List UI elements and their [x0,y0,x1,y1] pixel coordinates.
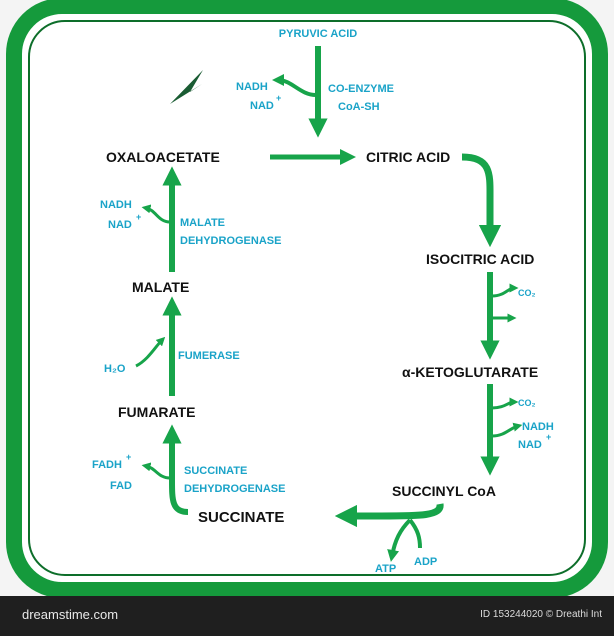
cell-frame [6,0,608,598]
nad-right-label: NAD [518,439,542,451]
arrow-succinate-to-fumarate [162,424,189,515]
arrow-citric-to-isocitric [461,153,502,248]
isocitric-acid-label: ISOCITRIC ACID [426,251,534,267]
co2-b-label: CO₂ [518,398,536,408]
arrow-succinyl-to-succinate [334,503,444,528]
footer-logo: dreamstime.com [22,607,119,622]
arrow-adp [408,518,422,549]
succinate-dehydrogenase-label-2: DEHYDROGENASE [184,483,285,495]
co2-a-label: CO₂ [518,288,536,298]
succinate-label: SUCCINATE [198,509,284,526]
succinyl-coa-label: SUCCINYL CoA [392,483,496,499]
arrow-fad-to-fadh [141,462,171,480]
adp-label: ADP [414,556,437,568]
nad-right-plus: + [546,432,551,442]
malate-dehydrogenase-label-2: DEHYDROGENASE [180,235,281,247]
arrow-atp [387,518,412,562]
arrow-co2-a [491,283,519,298]
coa-sh-label: CoA-SH [338,101,380,113]
a-ketoglutarate-label: α-KETOGLUTARATE [402,364,538,380]
fumerase-label: FUMERASE [178,350,240,362]
fumarate-label: FUMARATE [118,404,196,420]
arrow-co2-b [491,397,519,410]
coenzyme-label: CO-ENZYME [328,83,394,95]
watermark-footer: dreamstime.com ID 153244020 © Dreathi In… [0,596,614,636]
fadh-label: FADH [92,459,122,471]
atp-label: ATP [375,563,396,575]
h2o-label: H₂O [104,363,126,375]
nad-top-plus: + [276,93,281,103]
chevron-decoration [170,70,203,104]
arrow-nadh-right [491,422,523,438]
cell-frame-inner [28,20,586,576]
oxaloacetate-label: OXALOACETATE [106,149,220,165]
nadh-left-label: NADH [100,199,132,211]
malate-dehydrogenase-label-1: MALATE [180,217,225,229]
succinate-dehydrogenase-label-1: SUCCINATE [184,465,247,477]
arrow-nad-to-nadh-left [141,204,171,224]
arrow-h2o [135,336,166,368]
footer-image-id: ID 153244020 © Dreathi Int [480,609,602,620]
fadh-plus: + [126,452,131,462]
arrow-nad-to-nadh-top [272,74,317,97]
nad-left-plus: + [136,212,141,222]
nad-left-label: NAD [108,219,132,231]
malate-label: MALATE [132,279,189,295]
nad-top-label: NAD [250,100,274,112]
nadh-right-label: NADH [522,421,554,433]
pyruvic-acid-label: PYRUVIC ACID [279,28,357,40]
nadh-top-label: NADH [236,81,268,93]
fad-label: FAD [110,480,132,492]
citric-acid-label: CITRIC ACID [366,149,450,165]
